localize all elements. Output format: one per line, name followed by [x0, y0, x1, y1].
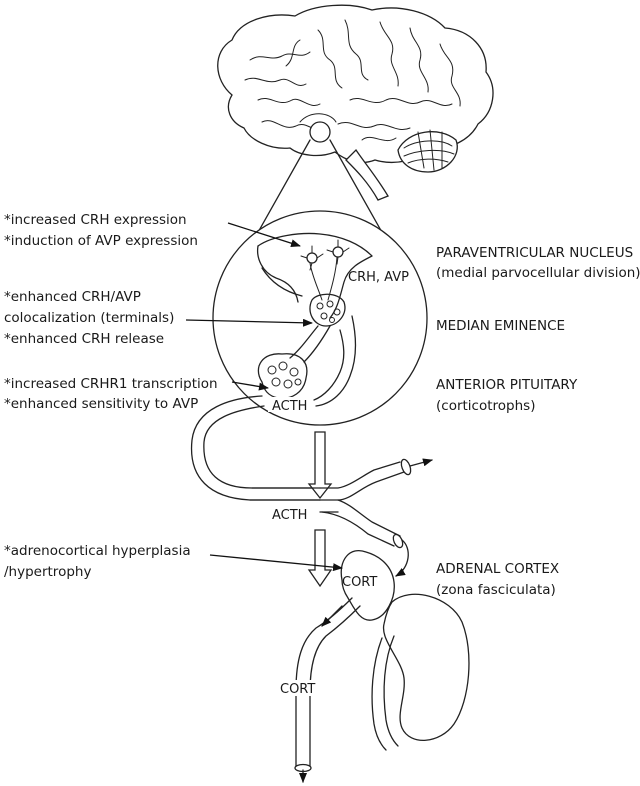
kidney — [382, 593, 470, 741]
hypothalamus-pituitary-detail — [256, 232, 373, 407]
pointer-pvn — [227, 222, 301, 248]
brain-illustration — [217, 4, 494, 201]
pointer-pituitary — [231, 381, 269, 391]
downward-arrow-lower — [307, 529, 333, 588]
acth-exit-arrow — [409, 458, 433, 467]
label-cort-vessel: CORT — [280, 682, 315, 697]
annotation-pvn: *increased CRH expression *induction of … — [4, 212, 198, 249]
annotation-pituitary: *increased CRHR1 transcription *enhanced… — [4, 376, 222, 412]
acth-vessel-inner — [203, 405, 321, 489]
vessel-branch-upper-top — [319, 461, 401, 489]
label-paraventricular-nucleus: PARAVENTRICULAR NUCLEUS (medial parvocel… — [436, 245, 640, 281]
downward-arrow-upper — [307, 431, 333, 500]
label-acth-circulation: ACTH — [272, 508, 307, 523]
cort-vessel-left — [295, 597, 353, 769]
acth-vessel-outer — [190, 395, 321, 501]
acth-to-adrenal-arrow — [395, 539, 409, 577]
magnified-hypothalamus-pituitary — [212, 210, 428, 426]
label-acth-pituitary: ACTH — [272, 399, 307, 414]
cort-release-arrow — [321, 605, 343, 627]
annotation-median-eminence: *enhanced CRH/AVP colocalization (termin… — [4, 289, 179, 347]
annotation-adrenal: *adrenocortical hyperplasia /hypertrophy — [4, 543, 195, 580]
label-adrenal-cortex: ADRENAL CORTEX (zona fasciculata) — [436, 561, 563, 598]
pointer-adrenal — [209, 554, 343, 572]
pointer-me — [185, 318, 313, 327]
label-median-eminence: MEDIAN EMINENCE — [436, 318, 565, 334]
label-crh-avp: CRH, AVP — [348, 270, 409, 285]
cort-vessel-right — [309, 605, 361, 769]
label-anterior-pituitary: ANTERIOR PITUITARY (corticotrophs) — [436, 377, 582, 414]
label-cort-adrenal: CORT — [342, 575, 377, 590]
